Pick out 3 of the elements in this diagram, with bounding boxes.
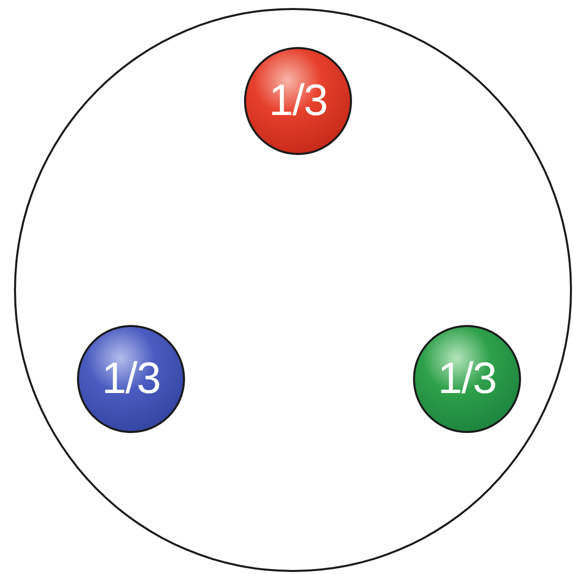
fraction-label: 1/3	[100, 357, 162, 401]
fraction-label: 1/3	[436, 357, 498, 401]
fraction-label: 1/3	[268, 79, 328, 123]
